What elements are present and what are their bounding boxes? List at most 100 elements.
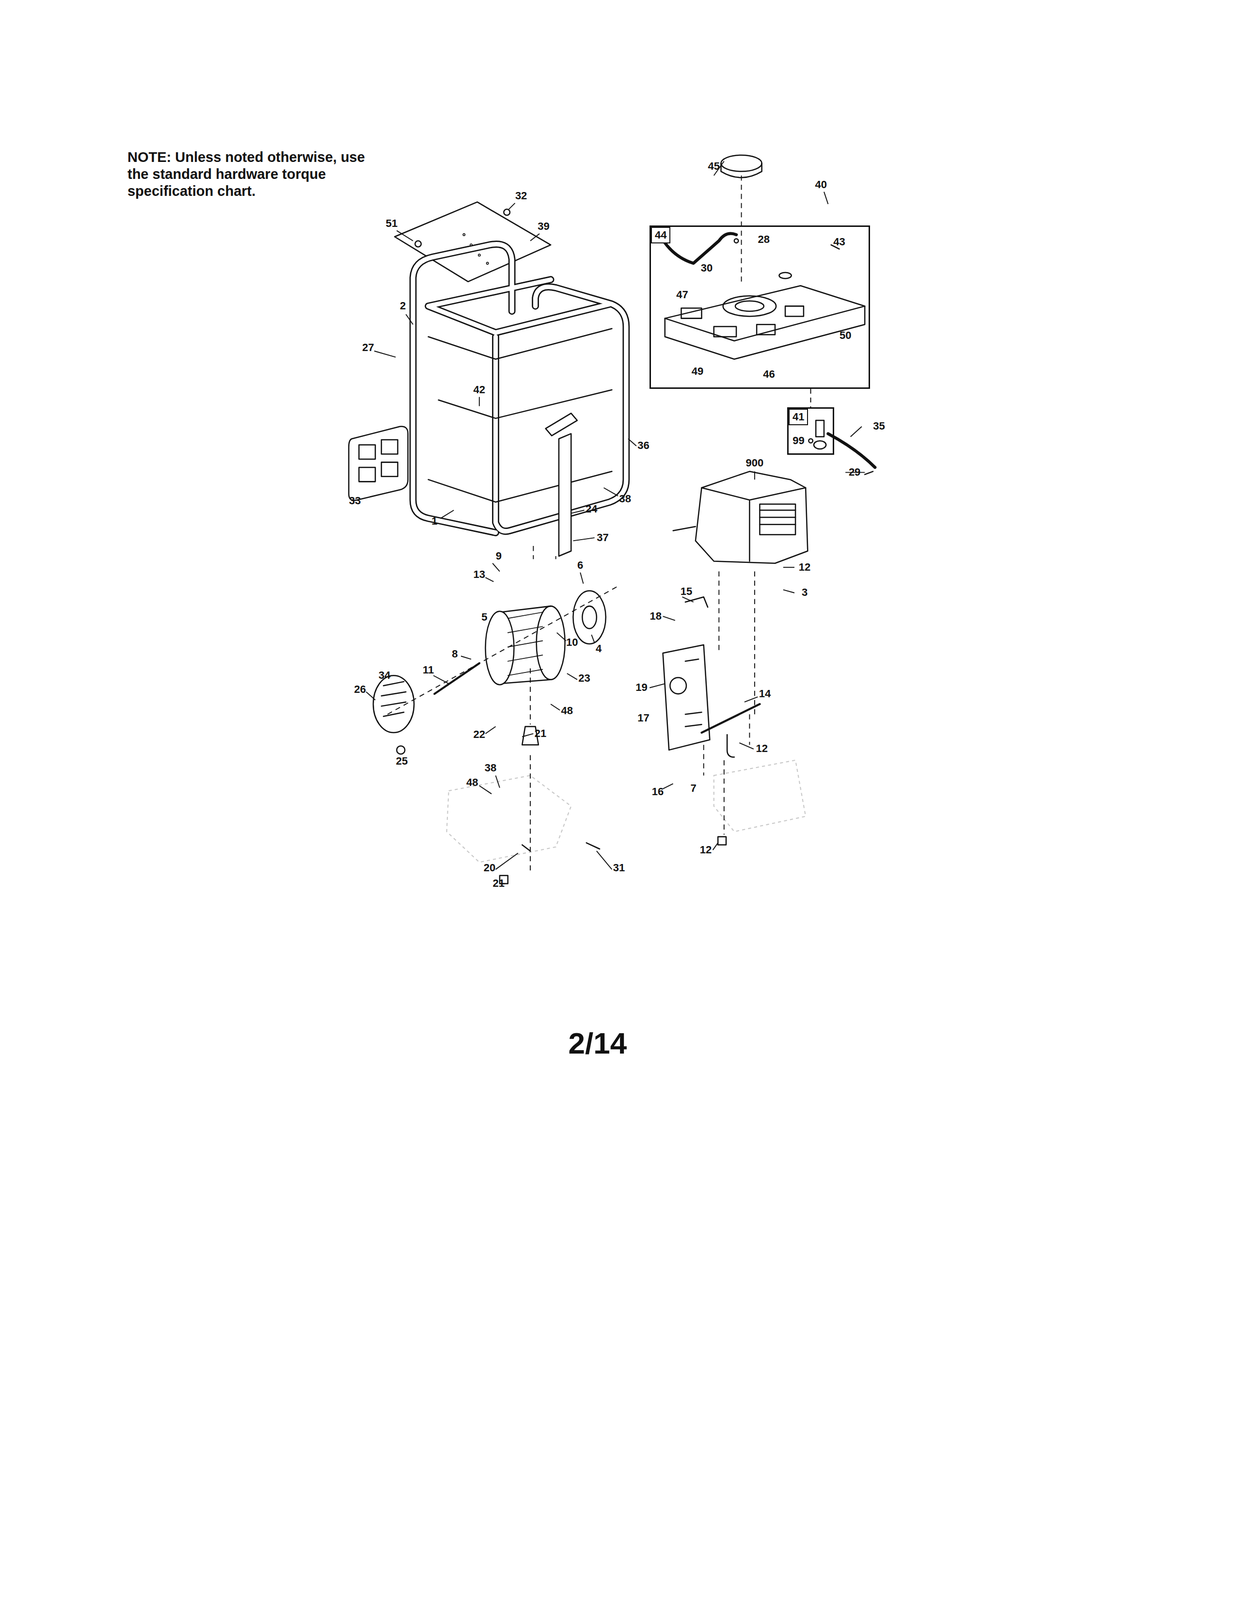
callout-number: 31 [613,862,625,873]
callout-number-text: 20 [483,861,496,874]
callout-number: 16 [651,786,664,797]
callout-number: 43 [833,236,845,248]
callout-number: 9 [495,550,502,562]
callout-number-text: 40 [814,178,827,191]
callout-number-text: 25 [396,754,408,767]
callout-number: 12 [755,743,768,754]
callout-number: 900 [745,457,764,469]
callout-number: 17 [637,712,650,724]
callout-number: 20 [483,862,496,873]
callout-number-text: 48 [561,704,573,717]
callout-number-text: 21 [534,727,547,740]
callout-number: 99 [792,435,805,446]
callout-number: 28 [758,234,770,245]
callout-number-text: 12 [755,742,768,755]
page-number-text: 2/14 [568,1026,628,1060]
page-number: 2/14 [568,1028,628,1059]
callout-number-text: 19 [635,681,648,694]
callout-number: 19 [635,681,648,693]
callout-number-text: 16 [651,785,664,798]
callout-number: 25 [396,755,408,767]
callout-number-text: 50 [839,329,852,342]
callout-number-text: 1 [431,514,438,527]
assembly-number: 44 [650,226,671,244]
callout-number: 36 [637,440,650,451]
callout-number: 3 [801,586,808,598]
callout-number-text: 38 [484,761,497,774]
callout-number-text: 32 [515,189,527,202]
callout-number: 21 [492,877,505,889]
callout-number-text: 39 [537,220,550,233]
callout-number: 26 [353,683,366,695]
callout-number: 12 [798,561,811,573]
callout-number: 22 [473,728,486,740]
callout-number: 37 [596,532,609,543]
callout-number-text: 35 [872,419,885,432]
callout-number-text: 12 [798,560,811,573]
callout-number: 23 [578,672,590,684]
callout-number-text: 6 [577,558,584,571]
callout-number: 29 [848,466,861,478]
callout-number: 51 [385,218,398,229]
callout-number-text: 36 [637,439,650,452]
callout-number: 45 [708,160,720,172]
callout-number: 12 [699,844,712,856]
callout-number-text: 23 [578,671,590,684]
callout-number: 48 [466,776,478,788]
callout-number: 14 [759,688,771,699]
callout-number: 39 [537,221,550,232]
callout-number-text: 46 [762,367,775,381]
callout-number-text: 900 [745,456,764,469]
callout-number-text: 33 [348,494,361,507]
callout-number: 48 [561,705,573,716]
callout-number: 6 [577,559,584,571]
callout-number: 13 [473,569,486,580]
callout-number: 46 [762,368,775,380]
callout-number: 42 [473,384,486,396]
callout-number-text: 47 [676,288,688,301]
callout-number: 21 [534,728,547,739]
callout-number-text: 99 [792,434,805,447]
callout-number-text: 24 [585,502,598,515]
callout-number: 15 [680,586,693,597]
callout-number-text: 12 [699,843,712,856]
note-text: NOTE: Unless noted otherwise, use the st… [127,148,387,200]
callout-number-text: 17 [637,711,650,724]
callout-number: 30 [700,262,713,274]
callout-number: 7 [690,782,697,794]
callout-number-text: 27 [362,341,374,354]
callout-number-text: 48 [466,776,478,789]
callout-number: 18 [649,610,662,622]
callout-number-text: 34 [378,668,391,682]
callout-number-text: 10 [566,635,578,649]
callout-number-text: 31 [613,861,625,874]
note-text-text: NOTE: Unless noted otherwise, use the st… [127,149,365,199]
callout-number: 27 [362,342,374,353]
callout-number: 32 [515,190,527,202]
callout-number-text: 30 [700,261,713,274]
callout-number: 4 [595,643,602,654]
callout-number-text: 9 [495,549,502,562]
callout-number: 40 [814,179,827,191]
callout-number-text: 14 [759,687,771,700]
callout-number-text: 51 [385,217,398,230]
callout-number: 47 [676,289,688,301]
callout-number-text: 4 [595,642,602,655]
callout-number: 8 [451,648,458,660]
assembly-box: 44 [649,225,871,389]
callout-number: 5 [481,611,488,623]
callout-number: 33 [348,495,361,507]
callout-number-text: 29 [848,465,861,478]
callout-number-text: 22 [473,728,486,741]
callout-number: 2 [399,300,406,312]
callout-number: 1 [431,515,438,527]
callout-number: 10 [566,636,578,648]
callout-number: 38 [484,762,497,774]
callout-number: 38 [618,493,631,505]
callout-number-text: 15 [680,585,693,598]
callout-number-text: 38 [618,492,631,505]
callout-number-text: 18 [649,609,662,622]
assembly-leader [810,388,812,408]
